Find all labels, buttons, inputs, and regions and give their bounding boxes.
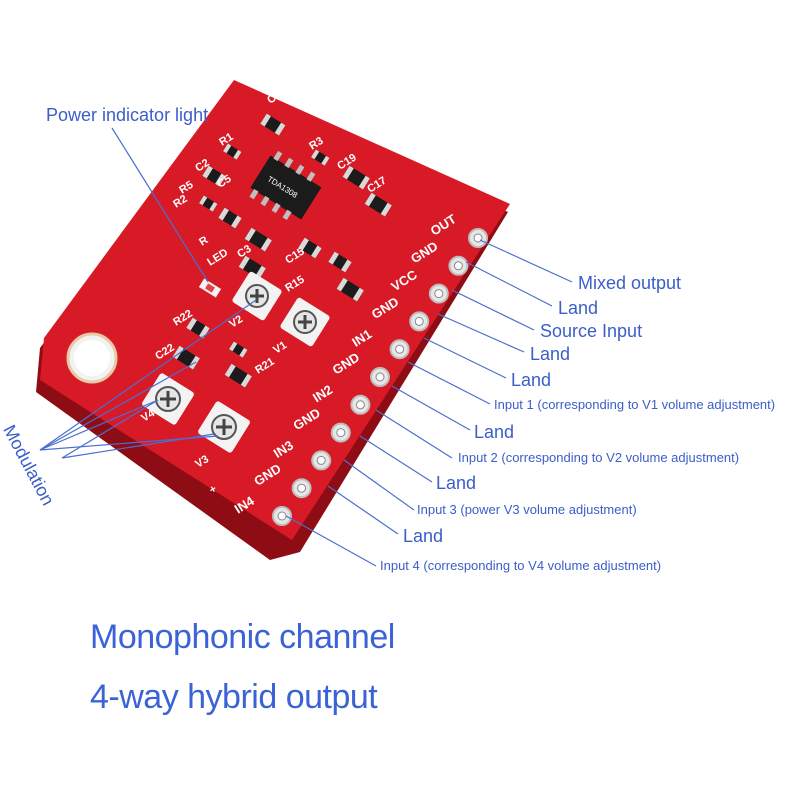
pin-label-1: Mixed output xyxy=(578,273,682,293)
pin-hole xyxy=(375,372,385,382)
trimmer-v1 xyxy=(280,297,330,347)
leader-line xyxy=(465,261,553,307)
leader-line xyxy=(61,399,159,459)
smd-components xyxy=(172,113,392,388)
leader-lines xyxy=(39,127,573,567)
component-silk-label: + xyxy=(207,483,219,497)
leader-line xyxy=(391,385,471,431)
pin-hole xyxy=(453,261,463,271)
pin-label-4: Land xyxy=(530,344,571,364)
pin-hole xyxy=(395,344,405,354)
leader-line xyxy=(61,433,215,459)
pin-label-8: Input 2 (corresponding to V2 volume adju… xyxy=(458,450,740,465)
leader-line xyxy=(39,399,159,451)
headline-line-2: 4-way hybrid output xyxy=(90,678,378,716)
trimmer-v4 xyxy=(142,373,194,425)
pin-label-7: Land xyxy=(474,422,515,442)
pin-hole xyxy=(336,428,346,438)
power-indicator-label: Power indicator light xyxy=(46,105,209,125)
headline-line-1: Monophonic channel xyxy=(90,618,395,656)
trimmer-v3 xyxy=(198,401,250,453)
amplifier-chip: TDA1308 xyxy=(249,150,322,220)
leader-line xyxy=(359,435,433,483)
pin-label-12: Input 4 (corresponding to V4 volume adju… xyxy=(380,558,662,573)
leader-line xyxy=(327,485,399,535)
leader-line xyxy=(343,459,415,511)
pin-label-11: Land xyxy=(403,526,444,546)
pin-hole xyxy=(434,289,444,299)
leader-line xyxy=(451,289,535,331)
pin-hole xyxy=(297,483,307,493)
power-led xyxy=(198,278,222,298)
pin-label-5: Land xyxy=(511,370,552,390)
pin-hole xyxy=(277,511,287,521)
leader-line xyxy=(437,313,525,353)
leader-line xyxy=(39,361,197,451)
pin-hole xyxy=(316,455,326,465)
pin-label-6: Input 1 (corresponding to V1 volume adju… xyxy=(494,397,776,412)
pin-label-3: Source Input xyxy=(540,321,643,341)
leader-line xyxy=(39,299,257,451)
leader-line xyxy=(423,337,507,379)
leader-line xyxy=(375,409,453,459)
pin-hole xyxy=(355,400,365,410)
leader-line xyxy=(479,239,573,283)
board-face xyxy=(40,80,510,540)
pin-label-10: Input 3 (power V3 volume adjustment) xyxy=(417,502,637,517)
pin-header xyxy=(272,228,488,526)
pin-label-9: Land xyxy=(436,473,477,493)
pin-hole xyxy=(414,316,424,326)
pin-label-2: Land xyxy=(558,298,599,318)
leader-line xyxy=(285,515,377,567)
leader-line xyxy=(111,127,209,283)
leader-line xyxy=(407,361,491,405)
